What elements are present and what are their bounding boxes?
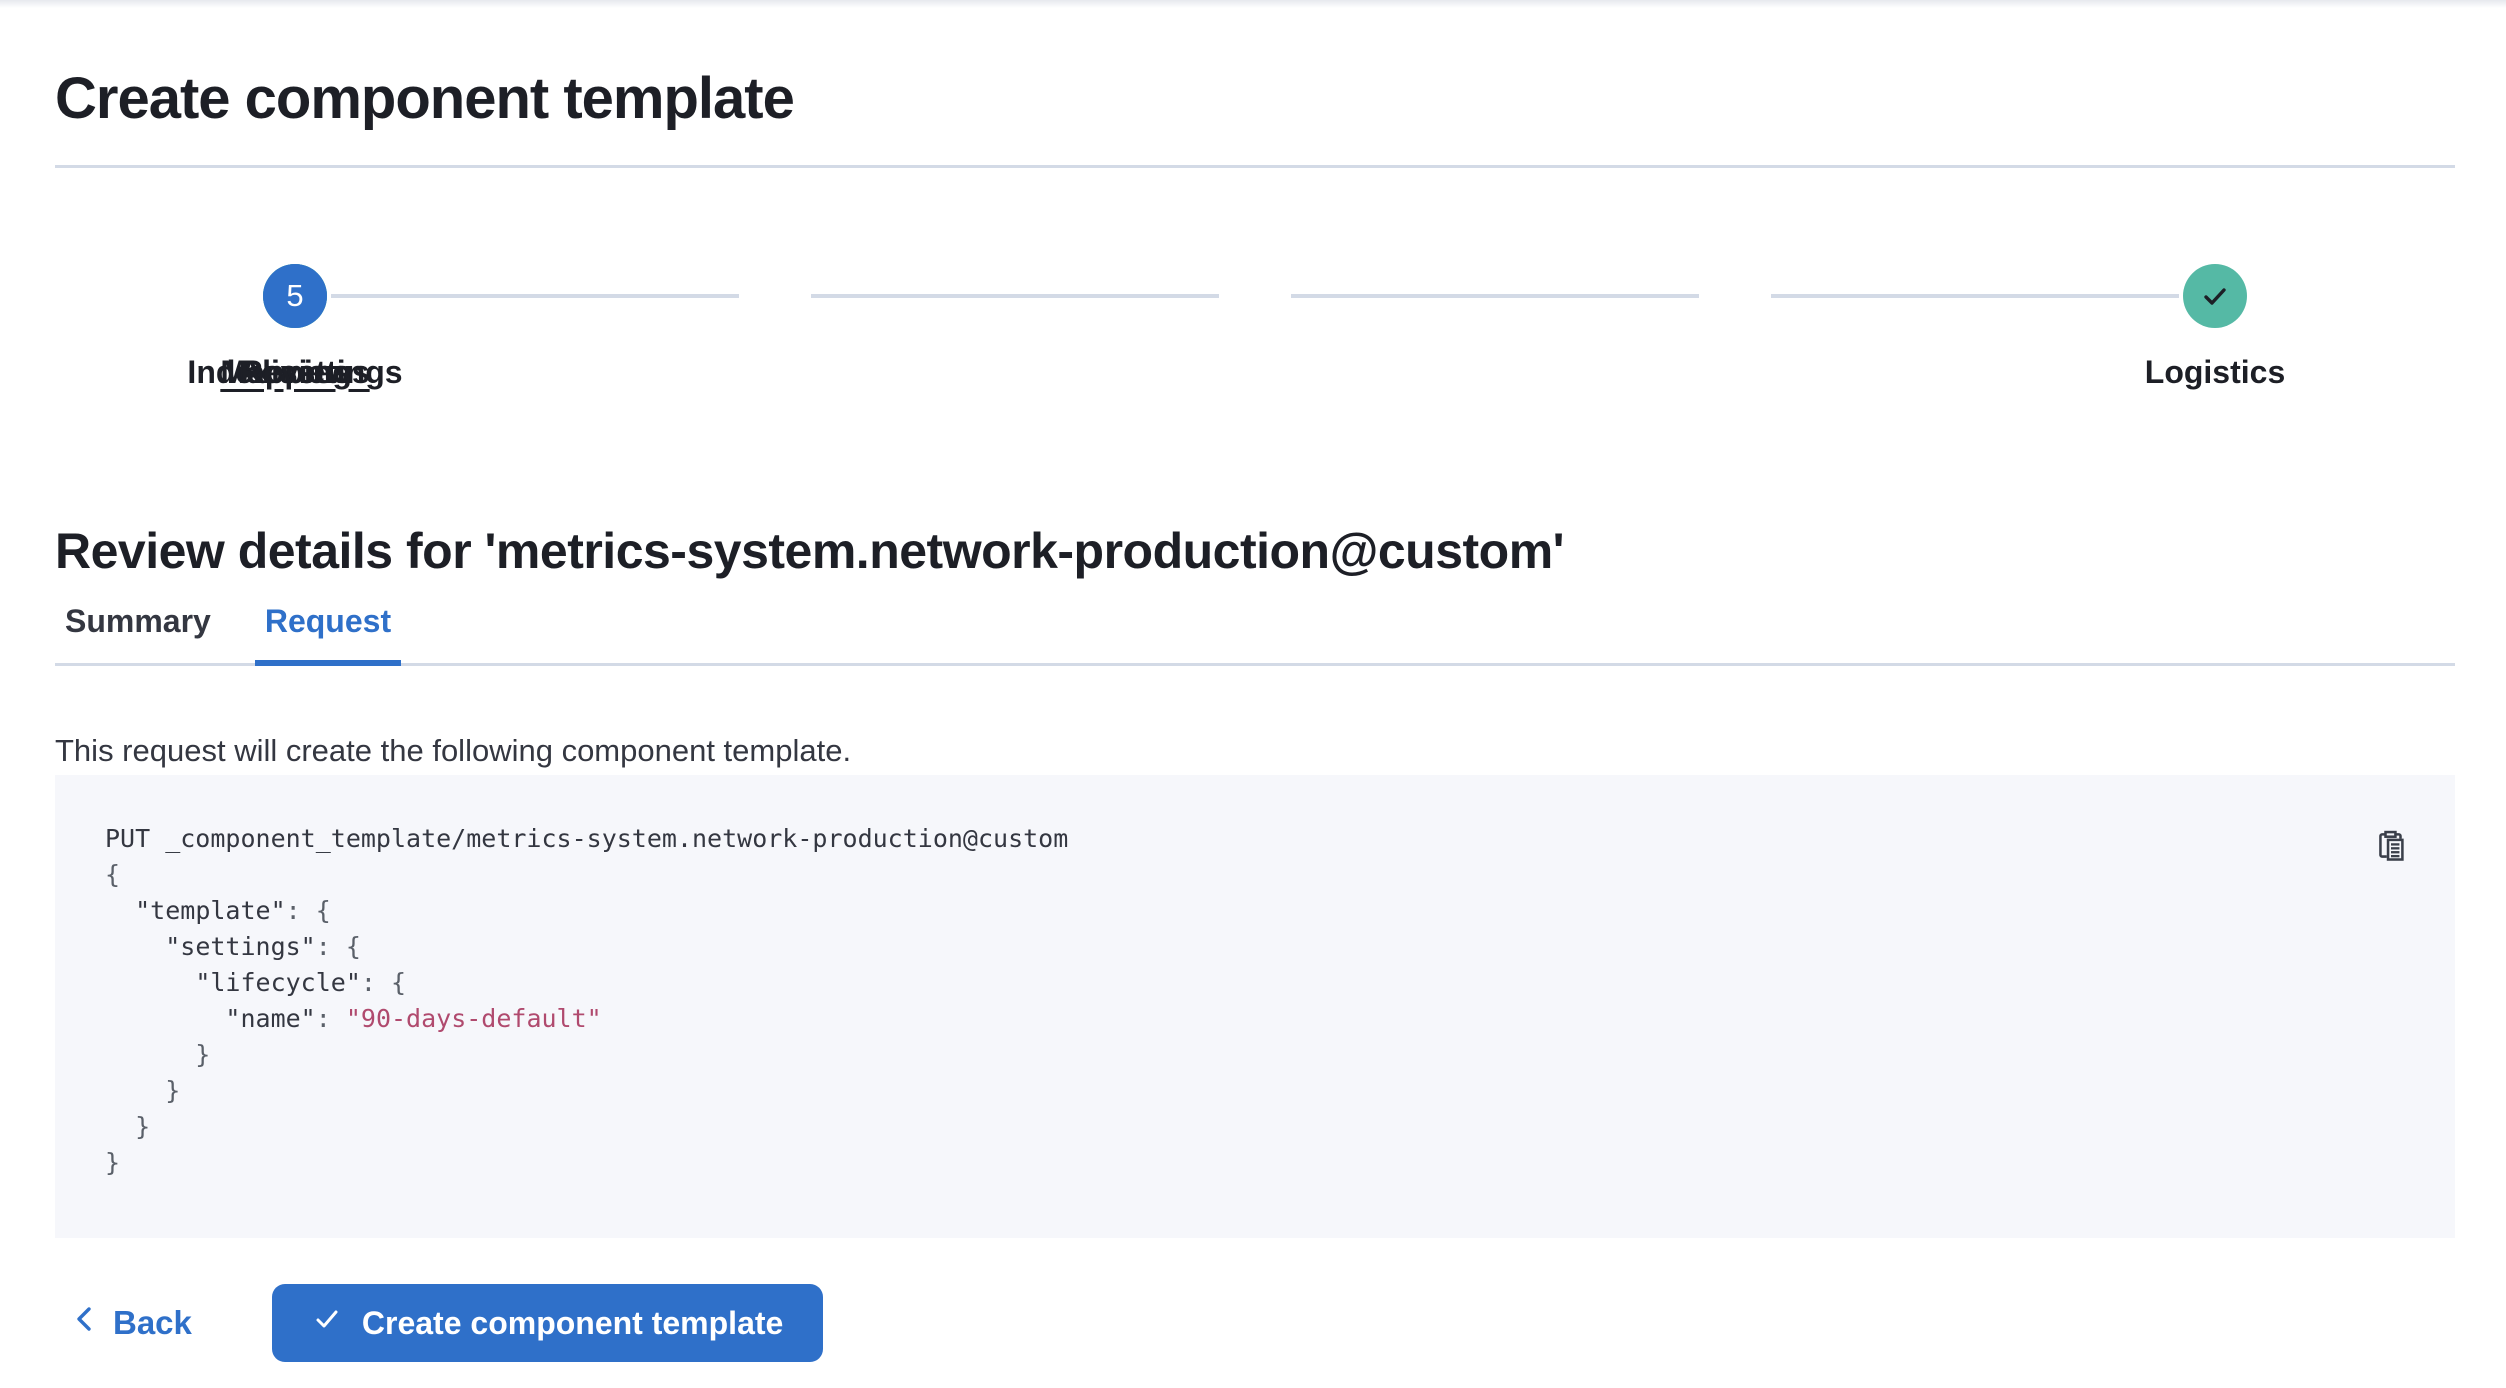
step-connector: [1771, 294, 2179, 298]
create-button-label: Create component template: [361, 1304, 784, 1341]
copy-clipboard-icon: [2372, 827, 2410, 868]
code-line: }: [105, 1040, 211, 1069]
window-top-edge: [0, 0, 2506, 8]
back-button[interactable]: Back: [55, 1284, 208, 1362]
step-logistics[interactable]: Logistics: [1975, 264, 2455, 404]
step-label: Aliases: [238, 354, 352, 390]
code-line: "lifecycle": {: [195, 968, 407, 997]
request-description: This request will create the following c…: [55, 733, 852, 768]
step-connector: [331, 294, 739, 298]
code-line: PUT _component_template/metrics-system.n…: [105, 824, 1069, 853]
step-label: Index settings: [187, 354, 403, 390]
step-label: Review: [239, 354, 351, 390]
footer-actions: Back Create component template: [55, 1284, 2455, 1362]
title-divider: [55, 165, 2455, 168]
code-line: "settings": {: [165, 932, 361, 961]
create-component-template-button[interactable]: Create component template: [271, 1284, 824, 1362]
step-label: Mappings: [220, 354, 370, 390]
step-label: Logistics: [2144, 354, 2286, 390]
chevron-left-icon: [71, 1302, 97, 1344]
step-connector: [1291, 294, 1699, 298]
tab-summary[interactable]: Summary: [55, 600, 221, 666]
code-line: "template": {: [135, 896, 331, 925]
review-tabs: Summary Request: [55, 600, 2455, 666]
check-icon: [312, 1304, 342, 1342]
page-title: Create component template: [55, 65, 795, 131]
code-line: {: [105, 860, 121, 889]
step-review[interactable]: 5 Review: [55, 264, 535, 404]
step-current-badge: 5: [263, 264, 327, 328]
step-progress-bar: Logistics Index settings Mappings Aliase…: [55, 264, 2455, 404]
request-code-block: PUT _component_template/metrics-system.n…: [55, 775, 2455, 1238]
back-button-label: Back: [113, 1304, 192, 1341]
code-line: }: [105, 1148, 121, 1177]
tab-request[interactable]: Request: [254, 600, 402, 666]
request-code: PUT _component_template/metrics-system.n…: [105, 821, 2405, 1181]
step-connector: [811, 294, 1219, 298]
step-complete-icon: [2183, 264, 2247, 328]
review-details-heading: Review details for 'metrics-system.netwo…: [55, 522, 1565, 579]
code-line: "name": "90-days-default": [225, 1004, 602, 1033]
code-line: }: [105, 1076, 181, 1105]
code-line: }: [105, 1112, 151, 1141]
step-number: 5: [286, 278, 304, 313]
copy-to-clipboard-button[interactable]: [2369, 825, 2413, 869]
